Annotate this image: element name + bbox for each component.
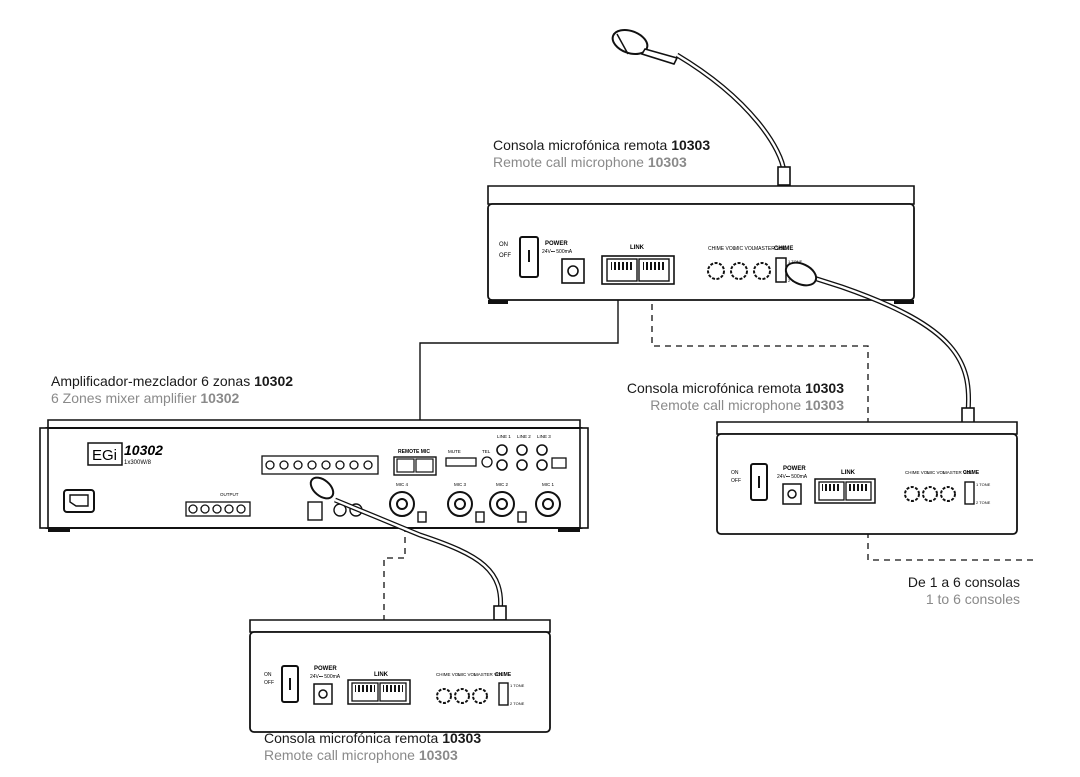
- amplifier-10302: EGi 10302 1x300W/8 OUTPUT REMOTE MIC MUT…: [39, 419, 589, 532]
- power-spec: 24V⎓ 500mA: [777, 474, 808, 480]
- speaker-output-terminals[interactable]: [185, 501, 251, 517]
- caption-es-text: Consola microfónica remota: [493, 137, 672, 153]
- chime-label: CHIME: [774, 246, 793, 252]
- tone-1-label: 1 TONE: [976, 482, 991, 487]
- rca-line-inputs[interactable]: [496, 444, 548, 471]
- line-3-label: LINE 3: [537, 434, 551, 439]
- power-spec: 24V⎓ 500mA: [542, 249, 573, 255]
- gooseneck-microphone-icon: [309, 476, 507, 621]
- caption-top-console: Consola microfónica remota 10303 Remote …: [493, 137, 710, 171]
- mic-vol-label: MIC VOL: [927, 470, 946, 475]
- off-label: OFF: [731, 478, 741, 484]
- link-ports[interactable]: [347, 679, 411, 705]
- link-ports[interactable]: [601, 255, 675, 285]
- chime-tone-switch[interactable]: [964, 481, 975, 505]
- caption-es-text: Consola microfónica remota: [626, 380, 806, 396]
- power-jack-icon[interactable]: [313, 683, 333, 705]
- power-jack-icon[interactable]: [782, 483, 802, 505]
- caption-en-code: 10302: [200, 390, 240, 406]
- caption-en-text: Remote call microphone: [650, 397, 806, 413]
- caption-en-code: 10303: [805, 397, 844, 413]
- mic-1-label: MIC 1: [542, 482, 554, 487]
- xlr-mic-inputs[interactable]: [389, 491, 561, 517]
- link-ports[interactable]: [814, 478, 876, 504]
- chime-vol-label: CHIME VOL: [436, 672, 461, 677]
- volume-knobs[interactable]: [707, 262, 771, 280]
- mic-vol-label: MIC VOL: [458, 672, 477, 677]
- caption-en-text: Remote call microphone: [264, 747, 419, 763]
- master-vol-label: MASTER VOL: [943, 470, 973, 475]
- caption-es-code: 10302: [254, 373, 294, 389]
- caption-es-code: 10303: [442, 730, 482, 746]
- on-label: ON: [264, 672, 272, 678]
- power-spec: 24V⎓ 500mA: [310, 674, 341, 680]
- link-cable-top-to-amp: [419, 282, 619, 458]
- chime-vol-label: CHIME VOL: [905, 470, 930, 475]
- link-label: LINK: [841, 470, 856, 476]
- volume-knobs[interactable]: [436, 688, 488, 704]
- gooseneck-microphone-icon: [784, 261, 975, 425]
- caption-en-text: 6 Zones mixer amplifier: [51, 390, 201, 406]
- off-label: OFF: [264, 680, 274, 686]
- power-jack-icon[interactable]: [561, 258, 585, 284]
- tone-1-label: 1 TONE: [510, 683, 525, 688]
- caption-es-code: 10303: [671, 137, 711, 153]
- tone-1-label: 1 TONE: [788, 259, 803, 264]
- tone-2-label: 2 TONE: [510, 701, 525, 706]
- range-note-es: De 1 a 6 consolas: [907, 574, 1020, 590]
- on-label: ON: [499, 242, 508, 248]
- gooseneck-microphone-icon: [611, 28, 791, 186]
- link-label: LINK: [630, 245, 645, 251]
- remote-mic-label: REMOTE MIC: [398, 449, 430, 455]
- line-1-label: LINE 1: [497, 434, 511, 439]
- cables: [419, 282, 619, 458]
- caption-en-code: 10303: [418, 747, 458, 763]
- caption-right-console: Consola microfónica remota 10303 Remote …: [600, 380, 844, 414]
- line-2-label: LINE 2: [517, 434, 531, 439]
- right-console: ON OFF POWER 24V⎓ 500mA LINK CHIME VOL M…: [716, 261, 1018, 535]
- bottom-console: ON OFF POWER 24V⎓ 500mA LINK CHIME VOL M…: [249, 619, 551, 733]
- chime-tone-switch[interactable]: [498, 682, 509, 706]
- remote-mic-ports[interactable]: [393, 456, 437, 476]
- caption-en-text: Remote call microphone: [493, 154, 648, 170]
- power-label: POWER: [545, 241, 568, 247]
- amp-power-rating: 1x300W/8: [124, 460, 152, 466]
- amp-model: 10302: [124, 442, 163, 458]
- link-label: LINK: [374, 672, 389, 678]
- zone-terminals[interactable]: [261, 455, 379, 475]
- caption-es-text: Consola microfónica remota: [264, 730, 443, 746]
- off-label: OFF: [499, 253, 511, 259]
- caption-es-text: Amplificador-mezclador 6 zonas: [51, 373, 255, 389]
- caption-en-code: 10303: [647, 154, 687, 170]
- mic-4-label: MIC 4: [396, 482, 408, 487]
- chime-tone-switch[interactable]: [775, 257, 787, 283]
- mute-label: MUTE: [448, 449, 461, 454]
- caption-amplifier: Amplificador-mezclador 6 zonas 10302 6 Z…: [51, 373, 293, 407]
- output-label: OUTPUT: [220, 492, 239, 497]
- master-vol-label: MASTER VOL: [754, 246, 786, 252]
- volume-knobs[interactable]: [904, 486, 956, 502]
- mic-2-label: MIC 2: [496, 482, 508, 487]
- chime-label: CHIME: [495, 672, 512, 678]
- tel-label: TEL: [482, 449, 491, 454]
- iec-power-socket-icon[interactable]: [63, 489, 95, 513]
- caption-range-note: De 1 a 6 consolas 1 to 6 consoles: [880, 574, 1020, 608]
- caption-es-code: 10303: [805, 380, 844, 396]
- mic-vol-label: MIC VOL: [734, 246, 755, 252]
- top-console: ON OFF POWER 24V⎓ 500mA LINK CHIME VOL M…: [487, 28, 915, 304]
- caption-bottom-console: Consola microfónica remota 10303 Remote …: [264, 730, 481, 764]
- brand-logo: EGi: [92, 447, 117, 464]
- chime-vol-label: CHIME VOL: [708, 246, 736, 252]
- range-note-en: 1 to 6 consoles: [925, 591, 1020, 607]
- mic-3-label: MIC 3: [454, 482, 466, 487]
- power-label: POWER: [314, 666, 337, 672]
- power-label: POWER: [783, 466, 806, 472]
- on-label: ON: [731, 470, 739, 476]
- master-vol-label: MASTER VOL: [474, 672, 504, 677]
- chime-label: CHIME: [963, 470, 980, 476]
- tone-2-label: 2 TONE: [976, 500, 991, 505]
